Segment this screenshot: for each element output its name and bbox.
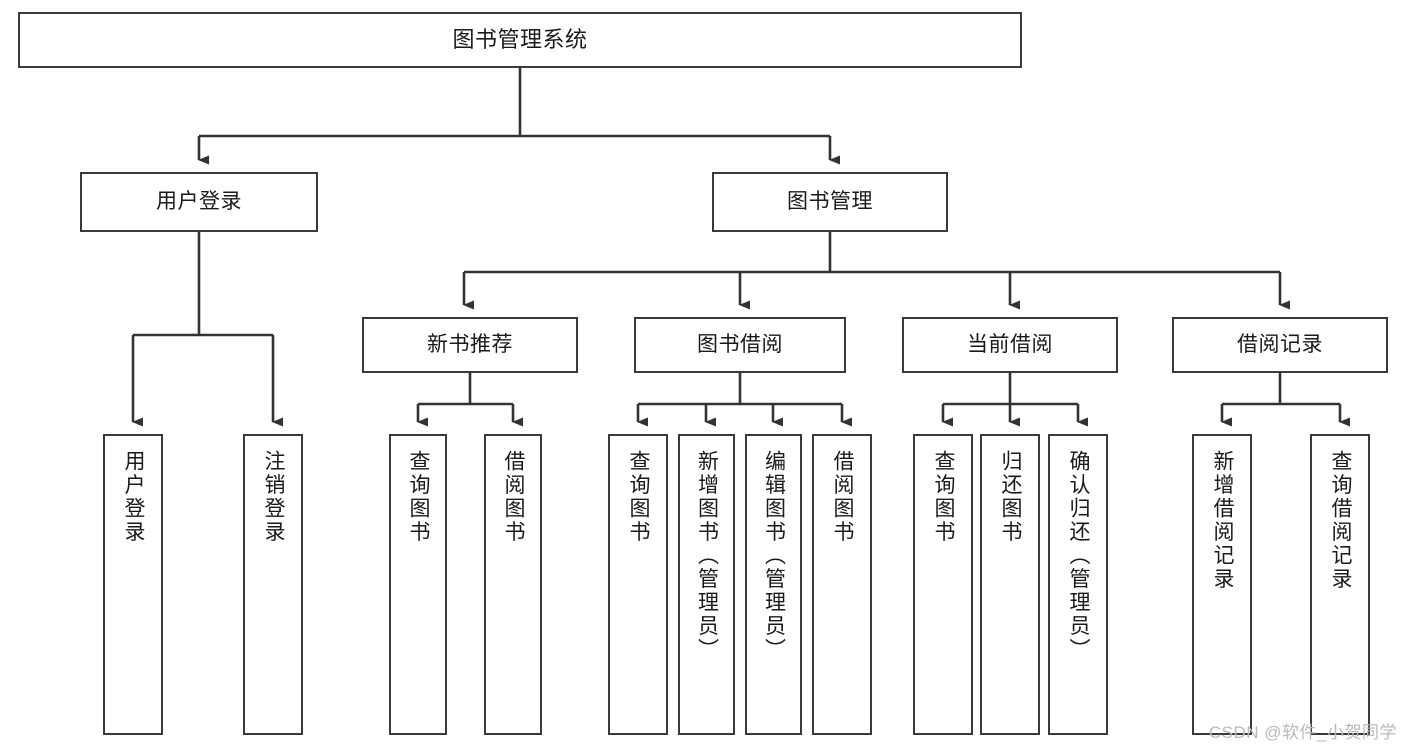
node-leaf-query-book-1-label: 查询图书	[407, 450, 431, 544]
node-leaf-user-login[interactable]: 用户登录	[103, 434, 163, 735]
node-new-book-recommend[interactable]: 新书推荐	[362, 317, 578, 373]
node-new-book-recommend-label: 新书推荐	[427, 333, 513, 357]
node-leaf-query-book-3[interactable]: 查询图书	[913, 434, 973, 735]
node-leaf-logout[interactable]: 注销登录	[243, 434, 303, 735]
node-user-login[interactable]: 用户登录	[80, 172, 318, 232]
node-leaf-return-book-label: 归还图书	[999, 450, 1023, 544]
node-leaf-borrow-book-1[interactable]: 借阅图书	[484, 434, 542, 735]
node-leaf-add-book-label: 新增图书（管理员）	[695, 450, 719, 662]
node-leaf-logout-label: 注销登录	[262, 450, 286, 544]
node-borrow-record-label: 借阅记录	[1237, 333, 1323, 357]
node-book-management[interactable]: 图书管理	[712, 172, 948, 232]
node-leaf-return-book[interactable]: 归还图书	[980, 434, 1040, 735]
node-book-management-label: 图书管理	[787, 190, 873, 214]
node-leaf-borrow-book-1-label: 借阅图书	[502, 450, 526, 544]
node-leaf-query-book-3-label: 查询图书	[932, 450, 956, 544]
node-user-login-label: 用户登录	[156, 190, 242, 214]
node-leaf-borrow-book-2-label: 借阅图书	[831, 450, 855, 544]
node-leaf-add-book[interactable]: 新增图书（管理员）	[678, 434, 735, 735]
node-book-borrow[interactable]: 图书借阅	[634, 317, 846, 373]
node-leaf-borrow-book-2[interactable]: 借阅图书	[812, 434, 872, 735]
node-root-label: 图书管理系统	[452, 26, 588, 52]
node-book-borrow-label: 图书借阅	[697, 333, 783, 357]
node-leaf-add-record-label: 新增借阅记录	[1211, 450, 1235, 591]
node-leaf-edit-book-label: 编辑图书（管理员）	[762, 450, 786, 662]
node-leaf-edit-book[interactable]: 编辑图书（管理员）	[745, 434, 802, 735]
node-leaf-confirm-return[interactable]: 确认归还（管理员）	[1048, 434, 1108, 735]
node-leaf-user-login-label: 用户登录	[122, 450, 146, 544]
node-leaf-query-book-2-label: 查询图书	[627, 450, 651, 544]
node-leaf-confirm-return-label: 确认归还（管理员）	[1067, 450, 1091, 662]
node-current-borrow[interactable]: 当前借阅	[902, 317, 1118, 373]
node-leaf-query-record-label: 查询借阅记录	[1329, 450, 1353, 591]
node-leaf-query-book-1[interactable]: 查询图书	[389, 434, 447, 735]
node-current-borrow-label: 当前借阅	[967, 333, 1053, 357]
node-borrow-record[interactable]: 借阅记录	[1172, 317, 1388, 373]
node-root[interactable]: 图书管理系统	[18, 12, 1022, 68]
node-leaf-add-record[interactable]: 新增借阅记录	[1192, 434, 1252, 735]
node-leaf-query-record[interactable]: 查询借阅记录	[1310, 434, 1370, 735]
watermark-text: CSDN @软件_小贺同学	[1208, 723, 1397, 742]
node-leaf-query-book-2[interactable]: 查询图书	[608, 434, 668, 735]
